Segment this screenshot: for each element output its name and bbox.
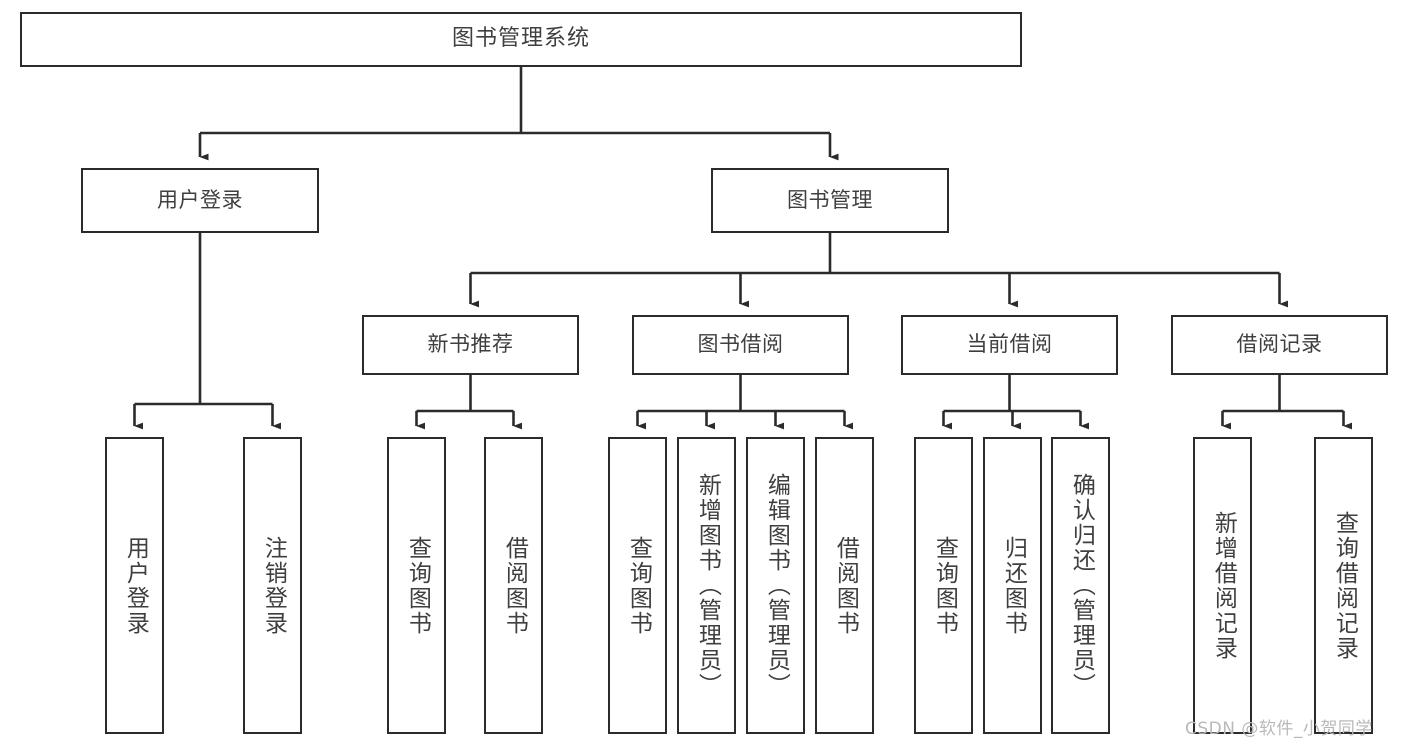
node-leaf-logout[interactable]: 注销登录 bbox=[243, 437, 302, 734]
node-leaf-query-book-1-label: 查询图书 bbox=[404, 535, 431, 636]
node-book-borrow[interactable]: 图书借阅 bbox=[632, 315, 849, 375]
node-leaf-query-book-1[interactable]: 查询图书 bbox=[387, 437, 446, 734]
node-leaf-return-book[interactable]: 归还图书 bbox=[983, 437, 1042, 734]
node-leaf-confirm-return-label: 确认归还（管理员） bbox=[1068, 473, 1095, 698]
node-book-management-label: 图书管理 bbox=[787, 187, 873, 212]
node-borrow-record[interactable]: 借阅记录 bbox=[1171, 315, 1388, 375]
watermark: CSDN @软件_小贺同学 bbox=[1185, 719, 1373, 739]
node-new-book-recommend-label: 新书推荐 bbox=[427, 332, 514, 357]
node-leaf-query-record-label: 查询借阅记录 bbox=[1331, 510, 1358, 661]
node-user-login-label: 用户登录 bbox=[157, 187, 243, 212]
node-leaf-borrow-book-1[interactable]: 借阅图书 bbox=[484, 437, 543, 734]
node-leaf-add-book-label: 新增图书（管理员） bbox=[694, 473, 721, 698]
node-leaf-query-book-3[interactable]: 查询图书 bbox=[914, 437, 973, 734]
node-borrow-record-label: 借阅记录 bbox=[1236, 332, 1323, 357]
node-leaf-user-login[interactable]: 用户登录 bbox=[105, 437, 164, 734]
node-book-management[interactable]: 图书管理 bbox=[711, 168, 949, 233]
node-root-label: 图书管理系统 bbox=[451, 26, 590, 52]
node-book-borrow-label: 图书借阅 bbox=[697, 332, 784, 357]
node-leaf-query-book-3-label: 查询图书 bbox=[931, 535, 958, 636]
node-user-login[interactable]: 用户登录 bbox=[81, 168, 319, 233]
node-leaf-borrow-book-2-label: 借阅图书 bbox=[832, 535, 859, 636]
node-leaf-add-book[interactable]: 新增图书（管理员） bbox=[677, 437, 736, 734]
node-current-borrow-label: 当前借阅 bbox=[966, 332, 1053, 357]
node-root[interactable]: 图书管理系统 bbox=[20, 12, 1022, 67]
node-leaf-query-book-2-label: 查询图书 bbox=[625, 535, 652, 636]
node-leaf-return-book-label: 归还图书 bbox=[1000, 535, 1027, 636]
node-leaf-borrow-book-1-label: 借阅图书 bbox=[501, 535, 528, 636]
node-leaf-edit-book-label: 编辑图书（管理员） bbox=[763, 473, 790, 698]
node-leaf-add-record-label: 新增借阅记录 bbox=[1210, 510, 1237, 661]
node-leaf-edit-book[interactable]: 编辑图书（管理员） bbox=[746, 437, 805, 734]
node-leaf-confirm-return[interactable]: 确认归还（管理员） bbox=[1051, 437, 1110, 734]
node-leaf-add-record[interactable]: 新增借阅记录 bbox=[1193, 437, 1252, 734]
node-leaf-borrow-book-2[interactable]: 借阅图书 bbox=[815, 437, 874, 734]
node-current-borrow[interactable]: 当前借阅 bbox=[901, 315, 1118, 375]
node-leaf-query-record[interactable]: 查询借阅记录 bbox=[1314, 437, 1373, 734]
node-leaf-user-login-label: 用户登录 bbox=[122, 535, 149, 636]
node-new-book-recommend[interactable]: 新书推荐 bbox=[362, 315, 579, 375]
node-leaf-query-book-2[interactable]: 查询图书 bbox=[608, 437, 667, 734]
node-leaf-logout-label: 注销登录 bbox=[260, 535, 287, 636]
